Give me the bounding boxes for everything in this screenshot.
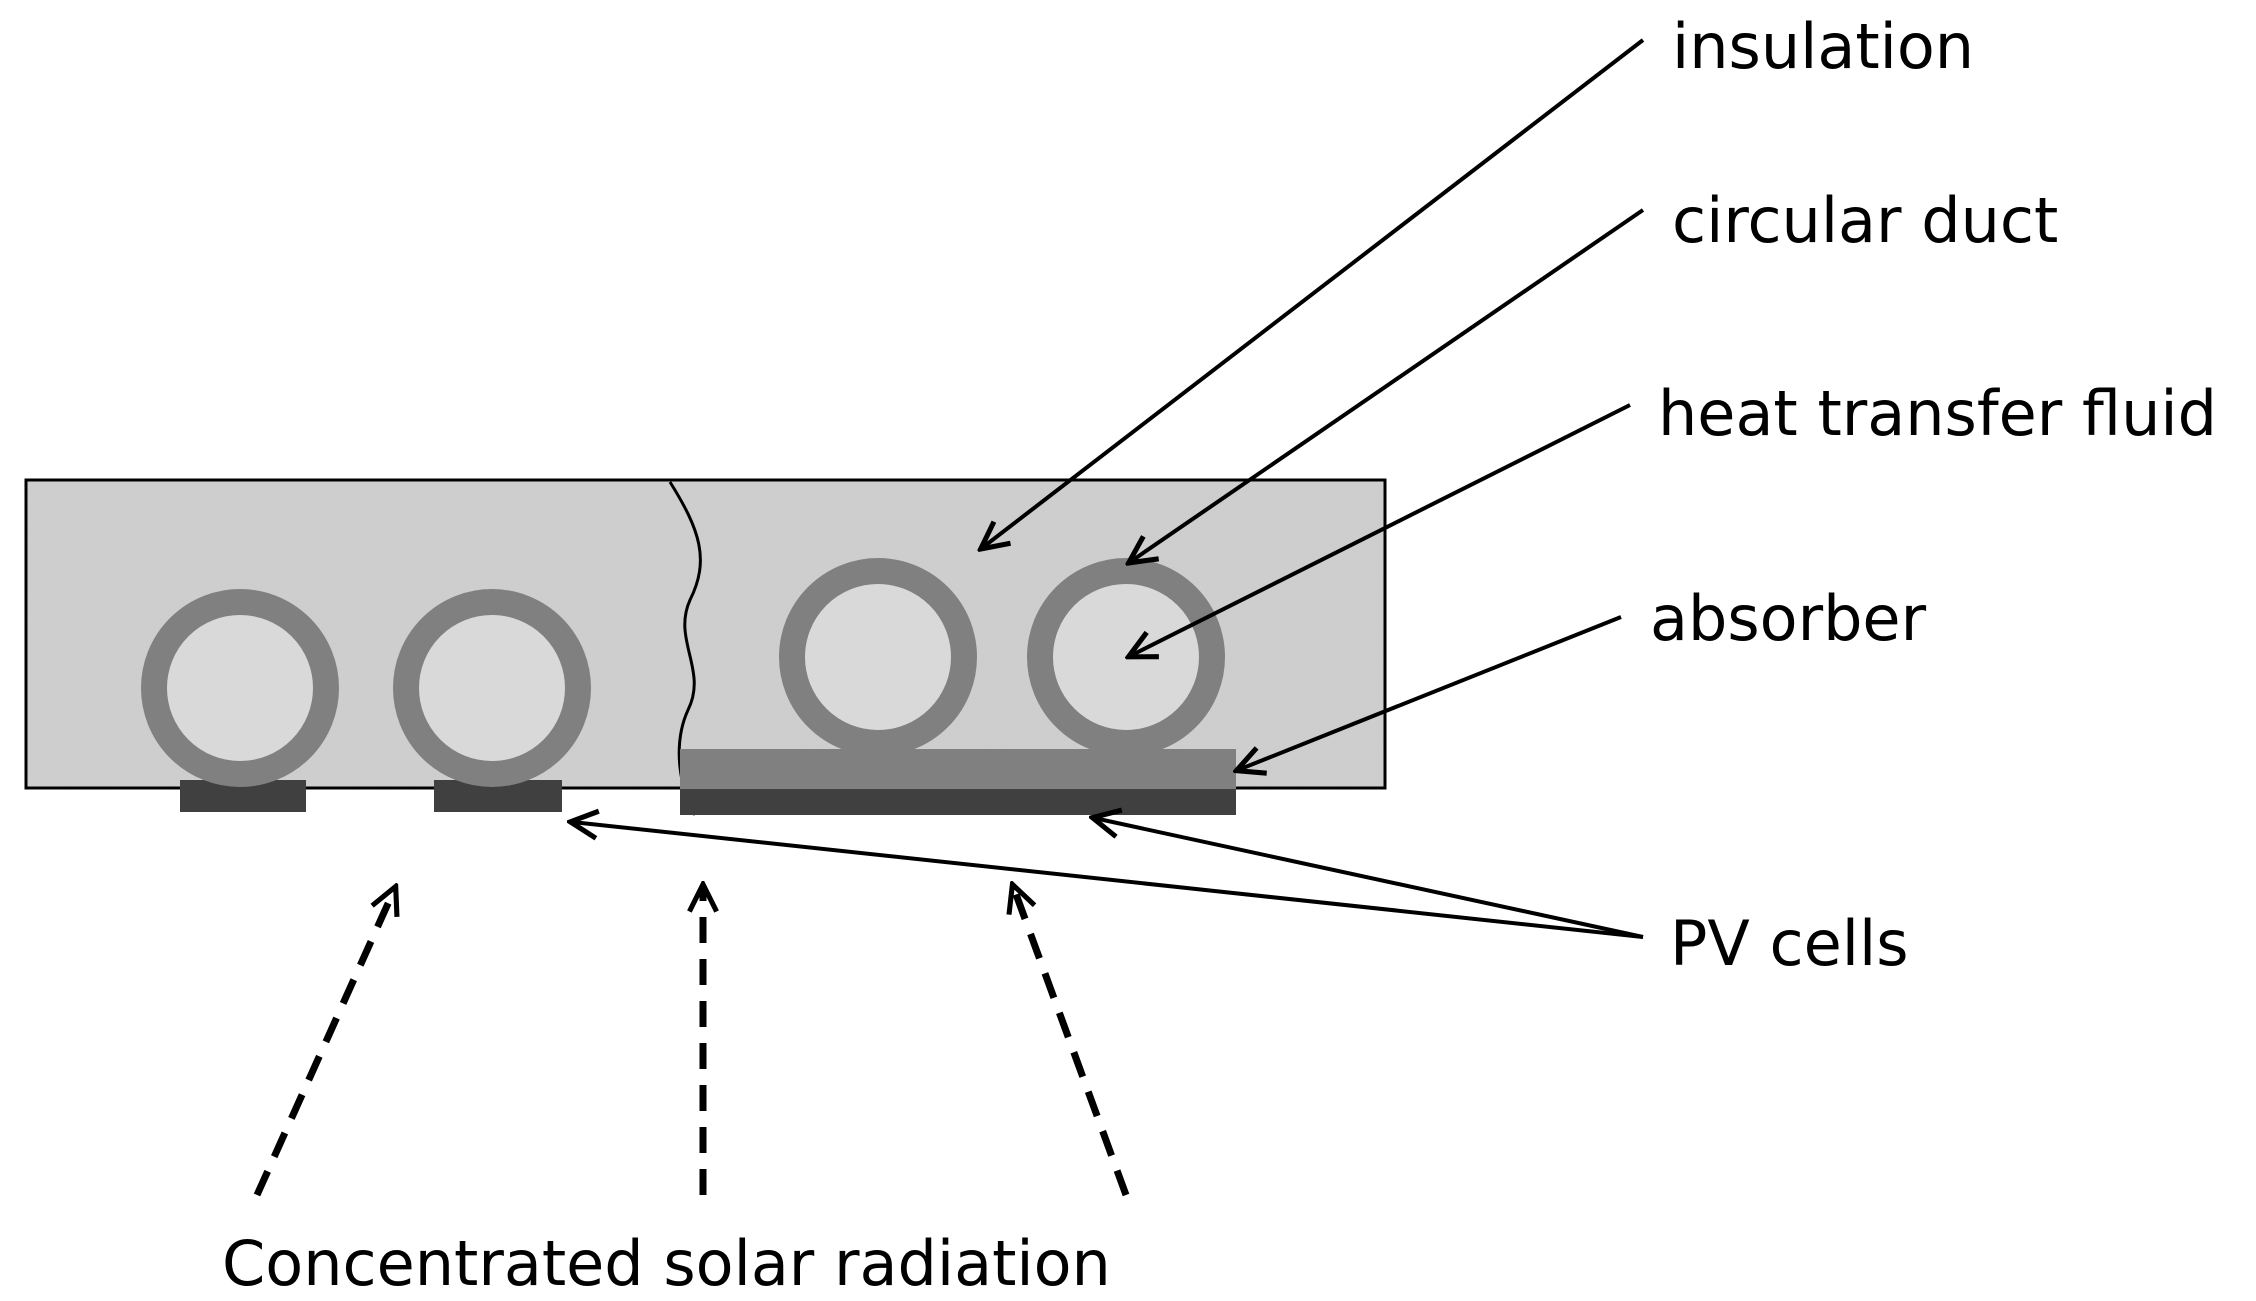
break-line (668, 481, 702, 816)
pv-cells-arrow-1 (572, 822, 1644, 939)
label-heat-transfer-fluid: heat transfer fluid (1658, 377, 2217, 450)
label-insulation: insulation (1672, 10, 1974, 83)
duct-3 (779, 558, 977, 756)
duct-1 (141, 589, 339, 787)
absorber-plate (680, 749, 1236, 789)
absorber-arrow (1238, 615, 1622, 770)
label-radiation: Concentrated solar radiation (222, 1227, 1111, 1300)
radiation-arrow-right (1013, 886, 1130, 1197)
pv-cells-arrow-2 (1094, 818, 1644, 939)
label-pv-cells: PV cells (1670, 907, 1909, 980)
heat-transfer-fluid-arrow (1130, 403, 1631, 656)
duct-4 (1027, 558, 1225, 756)
insulation-arrow (982, 38, 1645, 548)
duct-2 (393, 589, 591, 787)
pv-cell-right (680, 789, 1236, 815)
label-circular-duct: circular duct (1672, 184, 2058, 257)
label-absorber: absorber (1650, 582, 1927, 655)
radiation-arrow-left (253, 888, 395, 1197)
circular-duct-arrow (1130, 208, 1645, 562)
